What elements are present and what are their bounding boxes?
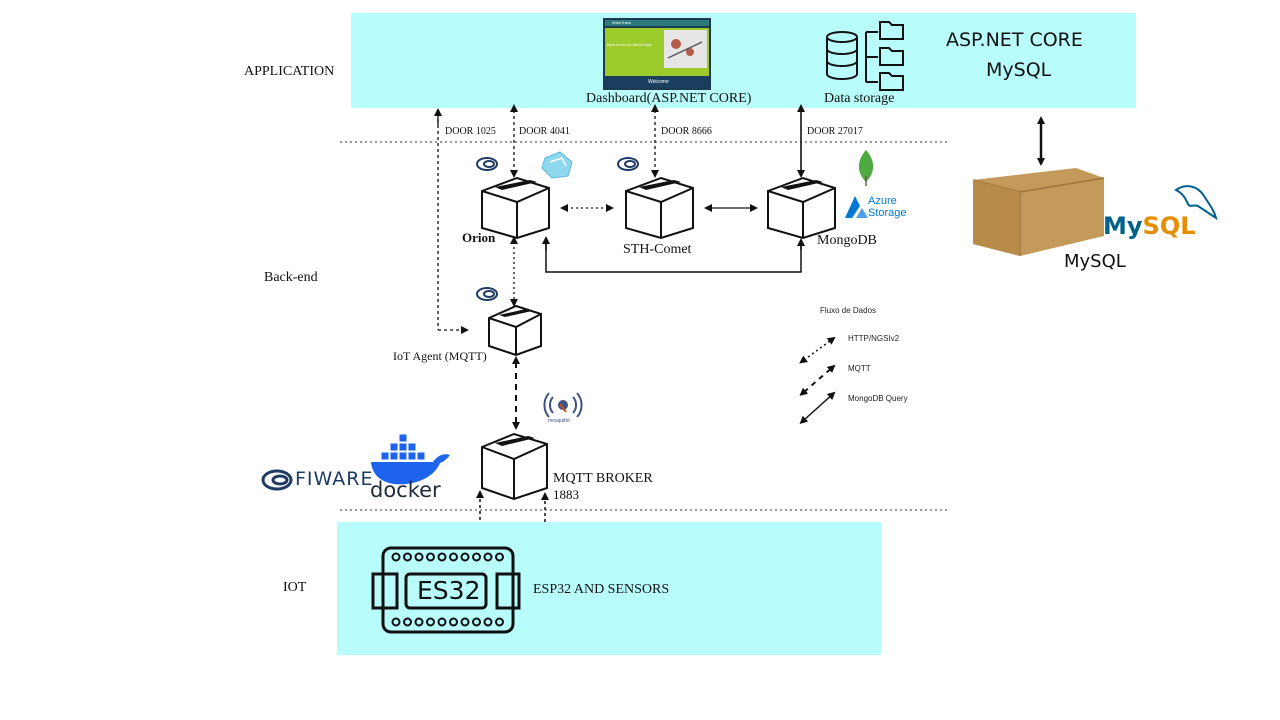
esp32-pin [437, 617, 447, 627]
docker-logo-text: docker [370, 478, 441, 502]
fiware-swirl-icon [476, 157, 498, 171]
application-band [351, 13, 1136, 108]
port-label-4041: DOOR 4041 [519, 126, 570, 137]
orion-gem-icon [541, 151, 573, 179]
legend-mqtt-label: MQTT [848, 364, 871, 373]
esp32-pin [472, 552, 481, 562]
esp32-pin [426, 617, 435, 627]
esp-label: ESP32 AND SENSORS [533, 582, 670, 597]
esp32-pin [426, 552, 435, 562]
stack-label-mysql: MySQL [986, 59, 1052, 81]
esp32-pin [414, 617, 424, 627]
esp32-pin [437, 552, 447, 562]
orion-box-icon [481, 176, 550, 240]
esp32-pin [460, 617, 470, 627]
esp32-pin [391, 617, 401, 627]
fiware-logo-icon [261, 469, 293, 491]
mysql-logo-sql: SQL [1142, 212, 1196, 240]
mosquitto-icon [543, 392, 583, 418]
dashboard-screenshot-brand: WineTrack [612, 20, 631, 25]
fiware-logo-text: FIWARE [295, 468, 374, 490]
esp32-pin [483, 617, 493, 627]
esp32-pin [403, 552, 412, 562]
mysql-caption: MySQL [1064, 251, 1126, 272]
layer-label-iot: IOT [283, 580, 307, 595]
mqtt-broker-box-icon [481, 432, 548, 501]
legend-http-arrow [799, 336, 836, 364]
esp32-pin [483, 552, 493, 562]
azure-label-2: Storage [868, 207, 907, 219]
esp32-board-icon [371, 546, 521, 634]
docker-whale-icon [371, 433, 450, 485]
stack-label-aspnet: ASP.NET CORE [946, 29, 1083, 51]
sth-comet-label: STH-Comet [623, 242, 692, 257]
mysql-dolphin-icon [1174, 185, 1218, 221]
esp32-pin [472, 617, 481, 627]
esp32-pins-icon [391, 552, 504, 627]
layer-label-application: APPLICATION [244, 64, 335, 79]
legend-mqtt-arrow [799, 364, 836, 396]
storage-label: Data storage [824, 91, 895, 106]
dashboard-screenshot-image [603, 18, 711, 90]
cardboard-box-icon [972, 168, 1105, 256]
orion-label: Orion [462, 230, 496, 245]
legend-title: Fluxo de Dados [820, 306, 877, 315]
layer-label-backend: Back-end [264, 270, 318, 285]
sth-comet-box-icon [625, 176, 694, 240]
dashboard-label: Dashboard(ASP.NET CORE) [586, 91, 752, 106]
esp32-pin [449, 552, 458, 562]
port-label-8666: DOOR 8666 [661, 126, 712, 137]
connector-orion-mongo [545, 240, 802, 273]
port-label-1025: DOOR 1025 [445, 126, 496, 137]
azure-label-1: Azure [868, 195, 897, 207]
mysql-logo-text: MySQL [1103, 212, 1196, 240]
fiware-swirl-icon [476, 287, 498, 301]
mqtt-broker-label: MQTT BROKER [553, 471, 653, 486]
dashboard-screenshot-heading: Bem vindo ao WineTrack [607, 42, 652, 47]
mongodb-leaf-icon [858, 150, 874, 186]
esp-chip-label: ES32 [417, 576, 481, 605]
esp32-pin [449, 617, 458, 627]
esp32-pin [495, 552, 504, 562]
esp32-pin [403, 617, 412, 627]
dashboard-screenshot-button: Welcome [648, 79, 669, 85]
fiware-swirl-icon [617, 157, 639, 171]
mongodb-box-icon [767, 176, 836, 240]
database-folder-icon [826, 21, 904, 91]
esp32-pin [391, 552, 401, 562]
iot-agent-label: IoT Agent (MQTT) [393, 349, 487, 363]
legend-mongo-label: MongoDB Query [848, 394, 908, 403]
iot-agent-box-icon [488, 304, 542, 357]
legend-http-label: HTTP/NGSIv2 [848, 334, 900, 343]
esp32-pin [460, 552, 470, 562]
mqtt-broker-port: 1883 [553, 487, 579, 502]
azure-logo-icon [845, 196, 868, 218]
mosquitto-label: mosquitto [548, 418, 570, 424]
legend-mongo-arrow [799, 391, 836, 425]
esp32-pin [495, 617, 504, 627]
port-label-27017: DOOR 27017 [807, 126, 863, 137]
mongodb-label: MongoDB [817, 233, 877, 248]
mysql-logo-my: My [1103, 212, 1143, 240]
esp32-pin [414, 552, 424, 562]
